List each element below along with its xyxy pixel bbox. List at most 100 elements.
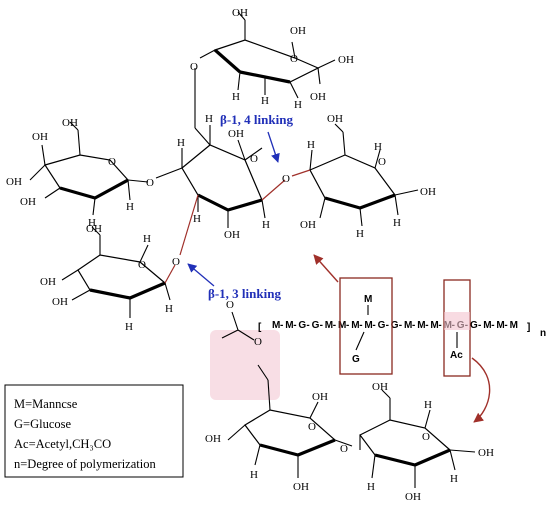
- atom-oh: OH: [293, 481, 309, 493]
- ring-left: [29, 121, 183, 216]
- chain-dash: -: [412, 320, 415, 331]
- atom-oh: OH: [327, 113, 343, 125]
- chain-dash: -: [359, 320, 362, 331]
- atom-h: H: [193, 213, 201, 225]
- atom-oh: OH: [310, 91, 326, 103]
- chain-unit: M: [338, 320, 346, 331]
- atom-h: H: [393, 217, 401, 229]
- atom-h: H: [294, 99, 302, 111]
- chain-units: M-M-G-G-M-M-M-M-G-G-M-M-M-M-G-G-M-M-M: [272, 320, 518, 331]
- ring-lower-left: [61, 226, 176, 318]
- atom-oh: OH: [32, 131, 48, 143]
- chain-dash: -: [504, 320, 507, 331]
- atom-oh: OH: [52, 296, 68, 308]
- atom-oh: OH: [20, 196, 36, 208]
- atom-h: H: [261, 95, 269, 107]
- atom-oh: OH: [478, 447, 494, 459]
- atom-h: H: [126, 201, 134, 213]
- atom-oh: OH: [420, 186, 436, 198]
- atom-oh: OH: [405, 491, 421, 503]
- chain-unit: G: [298, 320, 306, 331]
- atom-oh: OH: [338, 54, 354, 66]
- atom-oh: OH: [86, 223, 102, 235]
- legend-line-acetyl: Ac=Acetyl,CH₃CO: [14, 437, 111, 451]
- atom-h: H: [125, 321, 133, 333]
- chain-unit: G: [470, 320, 478, 331]
- atom-oh: OH: [228, 128, 244, 140]
- atom-oh: OH: [290, 25, 306, 37]
- atom-o: O: [190, 61, 198, 73]
- legend-line-mannose: M=Manncse: [14, 397, 78, 411]
- chain-dash: -: [372, 320, 375, 331]
- arrow-to-acetyl-rings: [471, 357, 491, 423]
- branch-bond-down: [355, 331, 365, 351]
- chain-unit: M: [272, 320, 280, 331]
- atom-h: H: [424, 399, 432, 411]
- atom-oh: OH: [232, 7, 248, 19]
- chain-unit: M: [483, 320, 491, 331]
- atom-h: H: [143, 233, 151, 245]
- atom-oh: OH: [6, 176, 22, 188]
- atom-h: H: [262, 219, 270, 231]
- branch-bottom-unit: G: [352, 354, 360, 365]
- chain-dash: -: [399, 320, 402, 331]
- chain-dash: -: [386, 320, 389, 331]
- acetyl-highlight: [210, 330, 280, 400]
- beta-1-3-arrow: [187, 263, 215, 287]
- legend-line-glucose: G=Glucose: [14, 417, 71, 431]
- chain-unit: M: [430, 320, 438, 331]
- chain-unit: G: [378, 320, 386, 331]
- atom-oh: OH: [62, 117, 78, 129]
- chain-dash: -: [320, 320, 323, 331]
- atom-o: O: [290, 53, 298, 65]
- chain-dash: -: [333, 320, 336, 331]
- atom-o: O: [138, 259, 146, 271]
- arrow-to-backbone: [313, 254, 339, 283]
- chain-dash: -: [346, 320, 349, 331]
- atom-h: H: [88, 217, 96, 229]
- chain-dash: -: [438, 320, 441, 331]
- atom-o: O: [282, 173, 290, 185]
- beta-1-3-label: β-1, 3 linking: [208, 286, 281, 301]
- chain-bracket-open: [: [258, 322, 262, 333]
- atom-h: H: [367, 481, 375, 493]
- legend-line-polymerization: n=Degree of polymerization: [14, 457, 156, 471]
- chain-unit: M: [285, 320, 293, 331]
- atom-o: O: [250, 153, 258, 165]
- chain-unit: G: [391, 320, 399, 331]
- ring-bottom-left: [210, 311, 353, 478]
- atom-oh: OH: [40, 276, 56, 288]
- atom-h: H: [177, 137, 185, 149]
- chain-dash: -: [491, 320, 494, 331]
- chain-unit: M: [510, 320, 518, 331]
- chain-unit: M: [364, 320, 372, 331]
- chain-unit: M: [404, 320, 412, 331]
- atom-o: O: [422, 431, 430, 443]
- chain-dash: -: [280, 320, 283, 331]
- atom-o: O: [108, 156, 116, 168]
- atom-oh: OH: [224, 229, 240, 241]
- atom-o: O: [226, 299, 234, 311]
- legend-box: [4, 384, 184, 478]
- atom-oh: OH: [372, 381, 388, 393]
- atom-o: O: [146, 177, 154, 189]
- acetyl-label: Ac: [450, 350, 463, 361]
- chain-dash: -: [293, 320, 296, 331]
- beta-1-4-arrow: [267, 131, 280, 163]
- atom-o: O: [378, 156, 386, 168]
- acetyl-cell-highlight: [444, 312, 470, 330]
- chain-unit: G: [312, 320, 320, 331]
- chain-dash: -: [425, 320, 428, 331]
- atom-h: H: [205, 113, 213, 125]
- chain-dash: -: [478, 320, 481, 331]
- ring-right: [291, 123, 419, 227]
- ring-center: [179, 125, 286, 256]
- chain-unit: M: [417, 320, 425, 331]
- chain-unit: M: [496, 320, 504, 331]
- atom-h: H: [356, 228, 364, 240]
- atom-o: O: [340, 443, 348, 455]
- chain-dash: -: [306, 320, 309, 331]
- atom-oh: OH: [300, 219, 316, 231]
- ring-top: [194, 11, 336, 128]
